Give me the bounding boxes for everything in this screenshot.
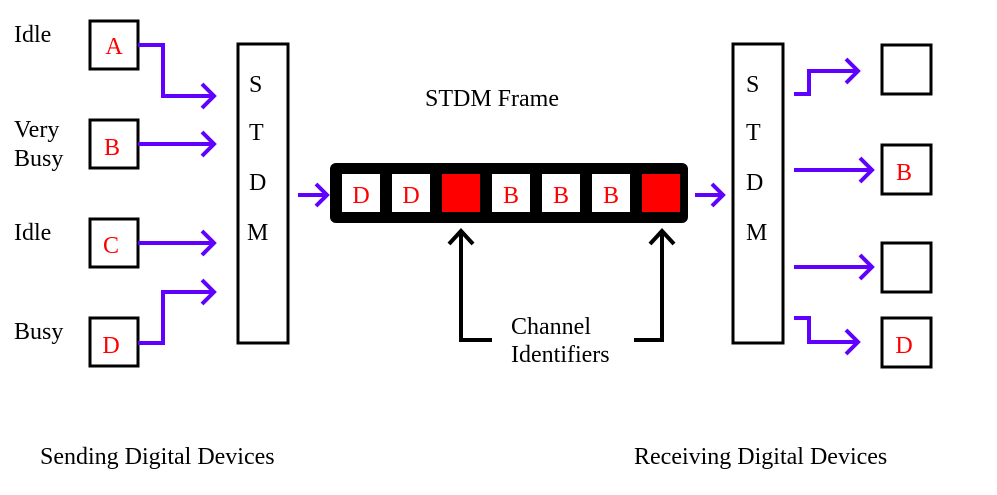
sender-device-a: A xyxy=(88,19,140,71)
sender-label-a: A xyxy=(105,34,123,60)
mux-right-letter: M xyxy=(746,220,767,246)
arrowhead-icon xyxy=(858,253,875,281)
channel-identifier-slot xyxy=(642,174,680,212)
sender-label-c: C xyxy=(103,233,119,259)
arrowhead-icon xyxy=(844,328,861,356)
receiver-device-2: B xyxy=(880,143,933,196)
sender-device-c: C xyxy=(88,217,140,269)
receiver-device-4: D xyxy=(880,316,933,369)
arrowhead-b-icon xyxy=(200,130,217,158)
mux-right-letter: D xyxy=(746,170,763,196)
sender-status-a: Idle xyxy=(14,22,51,48)
data-slot: B xyxy=(592,174,630,212)
arrow-a-to-mux xyxy=(138,43,212,98)
mux-right: S T D M xyxy=(731,42,785,345)
identifier-caption-line1: Channel xyxy=(511,314,591,340)
frame-title: STDM Frame xyxy=(425,86,559,112)
arrowhead-d-icon xyxy=(200,278,217,306)
arrowhead-icon xyxy=(314,182,330,208)
receiver-label-4: D xyxy=(895,333,912,359)
data-slot: D xyxy=(392,174,430,212)
mux-left-letter: S xyxy=(249,72,262,98)
data-slot: B xyxy=(542,174,580,212)
mux-right-letter: S xyxy=(746,72,759,98)
sender-label-b: B xyxy=(104,135,120,161)
sender-device-b: B xyxy=(88,118,140,170)
mux-left-letter: T xyxy=(249,120,264,146)
sender-device-d: D xyxy=(88,316,140,368)
arrowhead-a-icon xyxy=(200,82,217,110)
slot-label: D xyxy=(352,183,369,209)
channel-identifier-slot xyxy=(442,174,480,212)
data-slot: D xyxy=(342,174,380,212)
sender-status-b-line2: Busy xyxy=(14,146,63,172)
receiver-device-3 xyxy=(880,241,933,294)
sender-status-d: Busy xyxy=(14,319,63,345)
receiver-device-1 xyxy=(880,43,933,96)
receiver-label-2: B xyxy=(896,160,912,186)
slot-label: B xyxy=(603,183,619,209)
arrowhead-up-icon xyxy=(447,228,475,246)
mux-left: S T D M xyxy=(236,42,290,345)
arrow-d-to-mux xyxy=(138,290,212,345)
slot-label: D xyxy=(402,183,419,209)
mux-right-letter: T xyxy=(746,120,761,146)
arrowhead-icon xyxy=(858,156,875,184)
sender-status-b-line1: Very xyxy=(14,117,59,143)
arrowhead-icon xyxy=(844,57,861,85)
arrow-mux-to-receiver-4 xyxy=(794,316,856,344)
identifier-caption-line2: Identifiers xyxy=(511,342,610,368)
sender-status-c: Idle xyxy=(14,220,51,246)
slot-label: B xyxy=(503,183,519,209)
receiving-devices-caption: Receiving Digital Devices xyxy=(634,444,887,470)
arrowhead-up-icon xyxy=(648,228,676,246)
arrowhead-icon xyxy=(710,182,726,208)
identifier-pointer-left xyxy=(459,232,492,342)
arrow-mux-to-receiver-1 xyxy=(794,69,856,96)
mux-left-letter: M xyxy=(247,220,268,246)
sender-label-d: D xyxy=(102,333,119,359)
slot-label: B xyxy=(553,183,569,209)
arrowhead-c-icon xyxy=(200,229,217,257)
data-slot: B xyxy=(492,174,530,212)
mux-left-letter: D xyxy=(249,170,266,196)
sending-devices-caption: Sending Digital Devices xyxy=(40,444,275,470)
identifier-pointer-right xyxy=(634,232,664,342)
